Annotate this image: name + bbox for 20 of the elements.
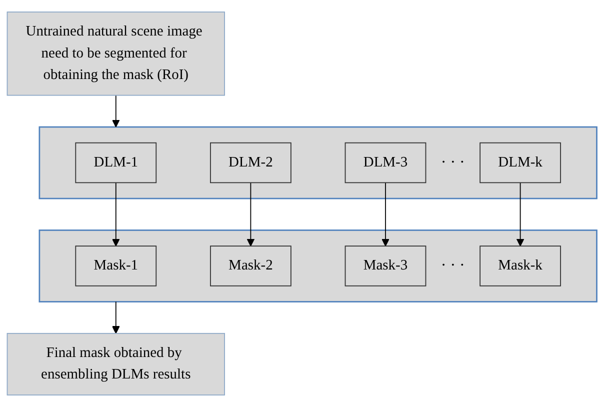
node-box: DLM-2: [210, 142, 292, 184]
ellipsis-label: · · ·: [440, 256, 465, 275]
arrow: [112, 94, 120, 128]
cluster: [38, 230, 598, 302]
node-box: DLM-1: [75, 142, 157, 184]
node-box: DLM-k: [480, 142, 561, 184]
arrow: [382, 182, 390, 246]
ellipsis-label: · · ·: [440, 154, 465, 172]
node-box: Mask-2: [210, 246, 292, 286]
node-box: Mask-k: [480, 246, 561, 286]
arrow: [516, 182, 524, 246]
arrow: [112, 301, 120, 334]
cluster: [38, 126, 598, 200]
arrow: [112, 182, 120, 246]
arrow: [246, 182, 255, 246]
node-box: Final mask obtained by ensembling DLMs results: [6, 332, 225, 396]
node-box: Mask-3: [344, 246, 426, 286]
node-box: Mask-1: [75, 246, 157, 286]
node-box: Untrained natural scene image need to be segmented for obtaining the mask (RoI): [6, 12, 225, 96]
node-box: DLM-3: [344, 142, 426, 184]
